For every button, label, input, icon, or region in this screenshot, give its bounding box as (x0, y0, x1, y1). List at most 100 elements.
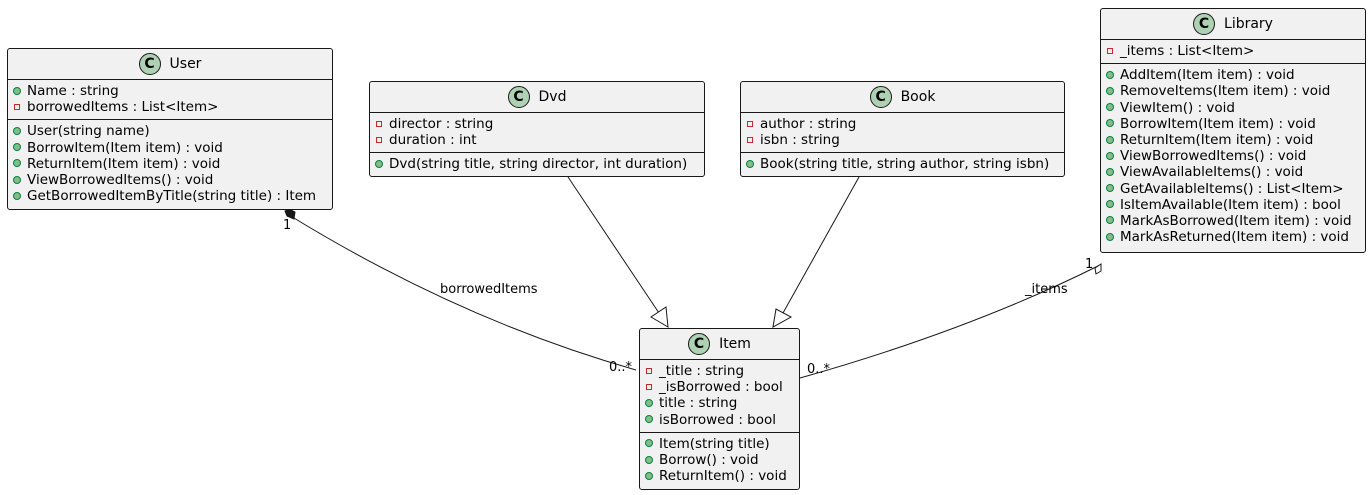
class-header: C Library (1101, 9, 1365, 40)
attribute-text: isbn : string (760, 132, 840, 149)
public-visibility-icon (1105, 83, 1117, 99)
attribute-text: director : string (389, 116, 494, 132)
label-user-item-name: borrowedItems (440, 282, 538, 297)
method-text: User(string name) (27, 123, 150, 140)
class-c-icon: C (1193, 13, 1216, 35)
attribute-row: borrowedItems : List<Item> (8, 99, 332, 115)
private-visibility-icon (745, 116, 757, 132)
edge-library-item (799, 264, 1101, 379)
aggregation-diamond (1094, 263, 1102, 275)
attribute-text: _title : string (659, 363, 745, 379)
public-visibility-icon (1105, 132, 1117, 148)
public-visibility-icon (644, 412, 656, 428)
method-text: RemoveItems(Item item) : void (1120, 83, 1331, 100)
class-book[interactable]: C Book author : string isbn : string Boo… (740, 81, 1065, 177)
public-visibility-icon (745, 156, 757, 172)
edge-user-item (288, 214, 637, 371)
method-row: GetAvailableItems() : List<Item> (1101, 181, 1365, 197)
attribute-row: Name : string (8, 83, 332, 99)
public-visibility-icon (12, 172, 24, 188)
class-name: User (169, 56, 202, 72)
method-text: Borrow() : void (659, 451, 759, 468)
attributes-section: Name : string borrowedItems : List<Item> (8, 80, 332, 121)
public-visibility-icon (1105, 164, 1117, 180)
method-row: Borrow() : void (640, 452, 799, 468)
class-header: C Item (640, 329, 799, 360)
methods-section: Book(string title, string author, string… (741, 153, 1064, 176)
method-row: ReturnItem(Item item) : void (1101, 132, 1365, 148)
label-user-item-mult-from: 1 (283, 218, 292, 233)
attribute-row: _title : string (640, 363, 799, 379)
method-row: GetBorrowedItemByTitle(string title) : I… (8, 188, 332, 204)
public-visibility-icon (644, 468, 656, 484)
public-visibility-icon (644, 452, 656, 468)
attribute-row: author : string (741, 116, 1064, 132)
method-text: AddItem(Item item) : void (1120, 67, 1295, 84)
method-row: Dvd(string title, string director, int d… (370, 156, 704, 172)
edge-dvd-item (567, 176, 660, 314)
attribute-text: _isBorrowed : bool (659, 379, 783, 396)
label-library-item-mult-from: 1 (1085, 257, 1094, 272)
public-visibility-icon (12, 188, 24, 204)
attribute-text: _items : List<Item> (1120, 43, 1255, 59)
public-visibility-icon (374, 156, 386, 172)
method-text: Item(string title) (659, 435, 770, 452)
composition-diamond (284, 208, 296, 220)
class-library[interactable]: C Library _items : List<Item> AddItem(It… (1100, 8, 1366, 253)
attribute-text: isBorrowed : bool (659, 411, 777, 428)
private-visibility-icon (1105, 43, 1117, 59)
class-header: C Dvd (370, 82, 704, 113)
private-visibility-icon (644, 379, 656, 395)
private-visibility-icon (374, 116, 386, 132)
method-row: ViewAvailableItems() : void (1101, 164, 1365, 180)
attributes-section: _title : string _isBorrowed : bool title… (640, 360, 799, 433)
attribute-text: author : string (760, 116, 857, 132)
attributes-section: author : string isbn : string (741, 113, 1064, 154)
label-user-item-mult-to: 0..* (609, 360, 633, 375)
method-row: Book(string title, string author, string… (741, 156, 1064, 172)
methods-section: Item(string title) Borrow() : void Retur… (640, 433, 799, 489)
method-row: ViewBorrowedItems() : void (1101, 148, 1365, 164)
public-visibility-icon (12, 156, 24, 172)
public-visibility-icon (1105, 213, 1117, 229)
class-c-icon: C (688, 333, 711, 355)
public-visibility-icon (644, 395, 656, 411)
class-header: C User (8, 49, 332, 80)
method-text: BorrowItem(Item item) : void (27, 139, 223, 156)
method-text: Dvd(string title, string director, int d… (389, 156, 688, 173)
method-text: GetBorrowedItemByTitle(string title) : I… (27, 188, 317, 205)
class-item[interactable]: C Item _title : string _isBorrowed : boo… (639, 328, 800, 490)
method-text: ViewAvailableItems() : void (1120, 164, 1304, 181)
class-name: Item (719, 336, 751, 352)
class-c-icon: C (138, 53, 161, 75)
method-row: ReturnItem(Item item) : void (8, 156, 332, 172)
class-c-icon: C (507, 86, 530, 108)
class-name: Library (1224, 16, 1273, 32)
method-text: ReturnItem() : void (659, 468, 787, 485)
public-visibility-icon (12, 140, 24, 156)
method-text: ViewBorrowedItems() : void (27, 171, 214, 188)
attribute-row: duration : int (370, 132, 704, 148)
public-visibility-icon (1105, 148, 1117, 164)
method-text: BorrowItem(Item item) : void (1120, 115, 1316, 132)
public-visibility-icon (1105, 67, 1117, 83)
method-row: BorrowItem(Item item) : void (1101, 116, 1365, 132)
public-visibility-icon (1105, 181, 1117, 197)
method-text: MarkAsReturned(Item item) : void (1120, 229, 1349, 246)
public-visibility-icon (12, 123, 24, 139)
attribute-row: isbn : string (741, 132, 1064, 148)
method-row: User(string name) (8, 123, 332, 139)
method-text: Book(string title, string author, string… (760, 156, 1050, 173)
method-text: MarkAsBorrowed(Item item) : void (1120, 212, 1352, 229)
class-dvd[interactable]: C Dvd director : string duration : int D… (369, 81, 705, 177)
public-visibility-icon (12, 83, 24, 99)
attribute-row: _isBorrowed : bool (640, 379, 799, 395)
class-user[interactable]: C User Name : string borrowedItems : Lis… (7, 48, 333, 210)
public-visibility-icon (644, 436, 656, 452)
private-visibility-icon (745, 132, 757, 148)
attribute-text: Name : string (27, 83, 119, 99)
public-visibility-icon (1105, 229, 1117, 245)
class-name: Dvd (538, 89, 567, 105)
attributes-section: director : string duration : int (370, 113, 704, 154)
